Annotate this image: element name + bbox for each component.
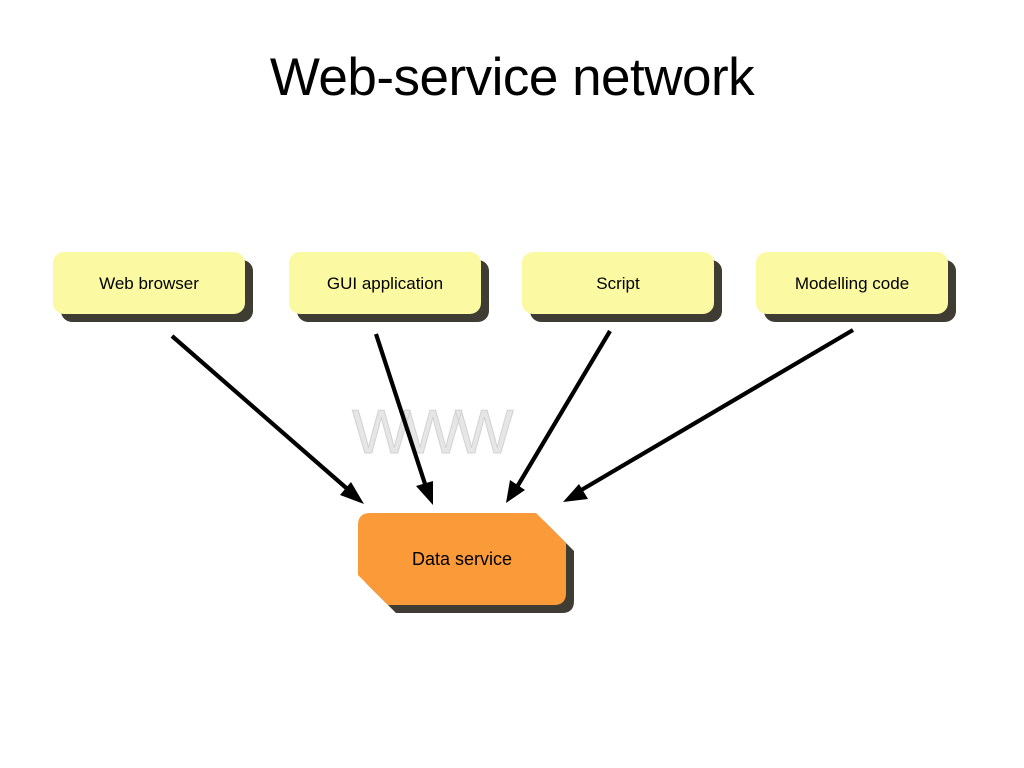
page-title: Web-service network: [269, 48, 755, 107]
arrow-web-browser-to-data-service: [170, 334, 364, 504]
node-gui-application[interactable]: GUI application: [289, 252, 481, 314]
arrow-modelling-code-to-data-service: [563, 328, 855, 502]
www-network-label: WWW: [352, 398, 515, 468]
node-data-service[interactable]: Data service: [358, 513, 574, 613]
node-label-web-browser: Web browser: [99, 273, 199, 293]
node-label-gui-application: GUI application: [326, 273, 444, 293]
node-label-script: Script: [596, 273, 640, 293]
node-label-modelling-code: Modelling code: [794, 273, 910, 293]
data-service-fill: [358, 513, 566, 605]
node-modelling-code[interactable]: Modelling code: [756, 252, 948, 314]
node-script[interactable]: Script: [522, 252, 714, 314]
node-web-browser[interactable]: Web browser: [53, 252, 245, 314]
